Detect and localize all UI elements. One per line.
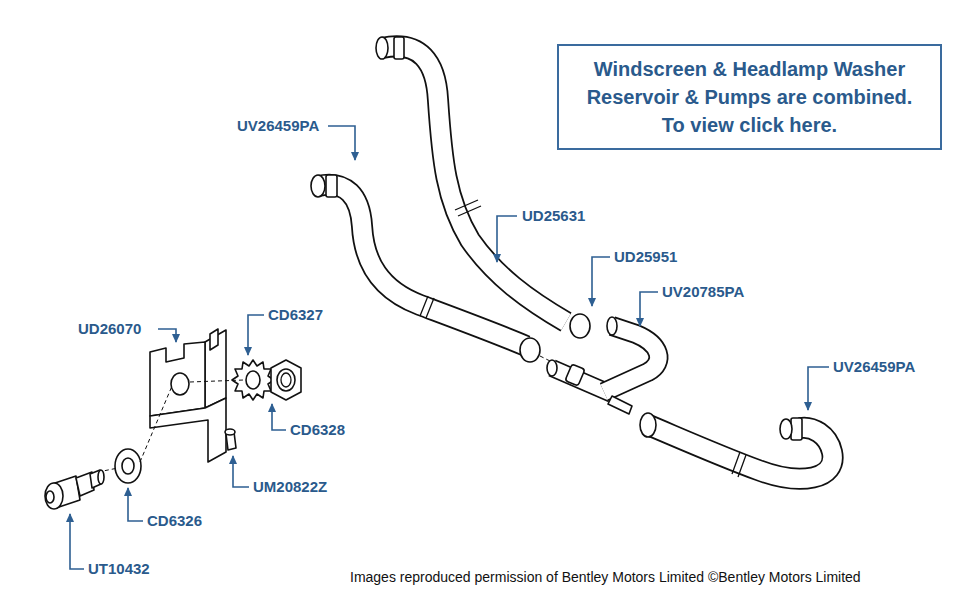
washer-jet bbox=[98, 380, 244, 472]
connector-fitting bbox=[604, 326, 658, 392]
part-number: UV26459PA bbox=[237, 117, 319, 135]
part-number: UD25631 bbox=[522, 207, 585, 224]
part-number: UV20785PA bbox=[662, 283, 744, 300]
flat-washer bbox=[115, 449, 141, 483]
connector-fitting bbox=[540, 317, 658, 414]
part-number: UD25951 bbox=[614, 248, 677, 266]
hose-pipe bbox=[318, 185, 526, 346]
part-number: UM20822Z bbox=[253, 478, 327, 496]
hose-pipe bbox=[455, 200, 481, 216]
hose-pipe bbox=[640, 413, 656, 437]
hex-nut bbox=[271, 360, 301, 400]
hose-pipe bbox=[420, 296, 434, 318]
leader-line bbox=[808, 367, 829, 410]
mounting-bracket bbox=[210, 329, 218, 350]
info-box: Windscreen & Headlamp Washer Reservoir &… bbox=[557, 44, 942, 150]
leader-line bbox=[592, 257, 610, 306]
flat-washer bbox=[115, 449, 141, 483]
part-number: CD6327 bbox=[268, 306, 323, 323]
mounting-bracket bbox=[171, 373, 189, 395]
connector-fitting bbox=[565, 364, 585, 386]
part-number: CD6327 bbox=[268, 306, 323, 324]
washer-jet bbox=[45, 380, 244, 509]
washer-jet bbox=[45, 483, 63, 509]
part-number: CD6326 bbox=[147, 512, 202, 529]
washer-jet bbox=[98, 470, 104, 484]
hose-pipe bbox=[311, 175, 325, 197]
screw bbox=[225, 429, 236, 450]
hose-clip bbox=[520, 314, 590, 362]
connector-fitting bbox=[604, 326, 658, 392]
mounting-bracket bbox=[205, 330, 226, 408]
hose-pipe bbox=[326, 175, 337, 197]
part-number: CD6326 bbox=[147, 512, 202, 530]
part-number: UV26459PA bbox=[237, 117, 319, 134]
part-number: UD25951 bbox=[614, 248, 677, 265]
leader-line bbox=[158, 329, 176, 342]
hex-nut bbox=[281, 373, 291, 387]
leader-line bbox=[70, 126, 829, 569]
leader-line bbox=[497, 216, 517, 262]
hose-clip bbox=[570, 314, 590, 338]
hose-pipe bbox=[780, 419, 792, 439]
part-number: CD6328 bbox=[290, 421, 345, 438]
copyright-caption: Images reproduced permission of Bentley … bbox=[350, 568, 861, 586]
hose-pipe bbox=[646, 424, 833, 479]
hose-pipe bbox=[376, 37, 566, 322]
flat-washer bbox=[122, 458, 134, 474]
hose-pipe bbox=[311, 175, 526, 346]
hose-pipe bbox=[732, 452, 746, 477]
leader-line bbox=[272, 404, 286, 430]
mounting-bracket bbox=[150, 398, 226, 462]
part-number: UM20822Z bbox=[253, 478, 327, 495]
mounting-bracket bbox=[150, 329, 226, 462]
leader-line bbox=[233, 456, 249, 487]
part-number: UD26070 bbox=[78, 320, 141, 337]
hose-pipe bbox=[382, 46, 566, 322]
leader-line bbox=[328, 126, 355, 160]
connector-fitting bbox=[608, 396, 632, 414]
leader-line bbox=[70, 514, 84, 569]
lock-washer bbox=[232, 360, 274, 400]
connector-fitting bbox=[607, 317, 617, 335]
leader-line bbox=[640, 292, 658, 326]
hose-pipe bbox=[318, 185, 526, 346]
leader-line bbox=[128, 488, 143, 521]
hose-pipe bbox=[646, 424, 833, 479]
copyright-caption: Images reproduced permission of Bentley … bbox=[350, 569, 861, 585]
lock-washer bbox=[232, 360, 274, 400]
lock-washer bbox=[246, 371, 260, 389]
part-number: UT10432 bbox=[88, 560, 150, 577]
info-text: Windscreen & Headlamp Washer Reservoir &… bbox=[579, 55, 920, 139]
part-number: UD26070 bbox=[78, 320, 141, 338]
part-number: UV20785PA bbox=[662, 283, 744, 301]
part-number: UV26459PA bbox=[833, 358, 915, 376]
hose-clip bbox=[520, 338, 540, 362]
part-number: UT10432 bbox=[88, 560, 150, 578]
leader-line bbox=[248, 315, 264, 355]
hose-pipe bbox=[376, 37, 388, 59]
hex-nut bbox=[277, 369, 295, 391]
mounting-bracket bbox=[150, 342, 205, 416]
screw bbox=[225, 429, 235, 435]
hose-pipe bbox=[382, 46, 566, 322]
part-number: UV26459PA bbox=[833, 358, 915, 375]
hex-nut bbox=[271, 360, 301, 400]
washer-jet bbox=[46, 491, 54, 503]
hose-pipe bbox=[640, 413, 833, 479]
connector-fitting bbox=[547, 360, 557, 376]
part-number: CD6328 bbox=[290, 421, 345, 439]
hose-pipe bbox=[394, 37, 404, 59]
part-number: UD25631 bbox=[522, 207, 585, 225]
